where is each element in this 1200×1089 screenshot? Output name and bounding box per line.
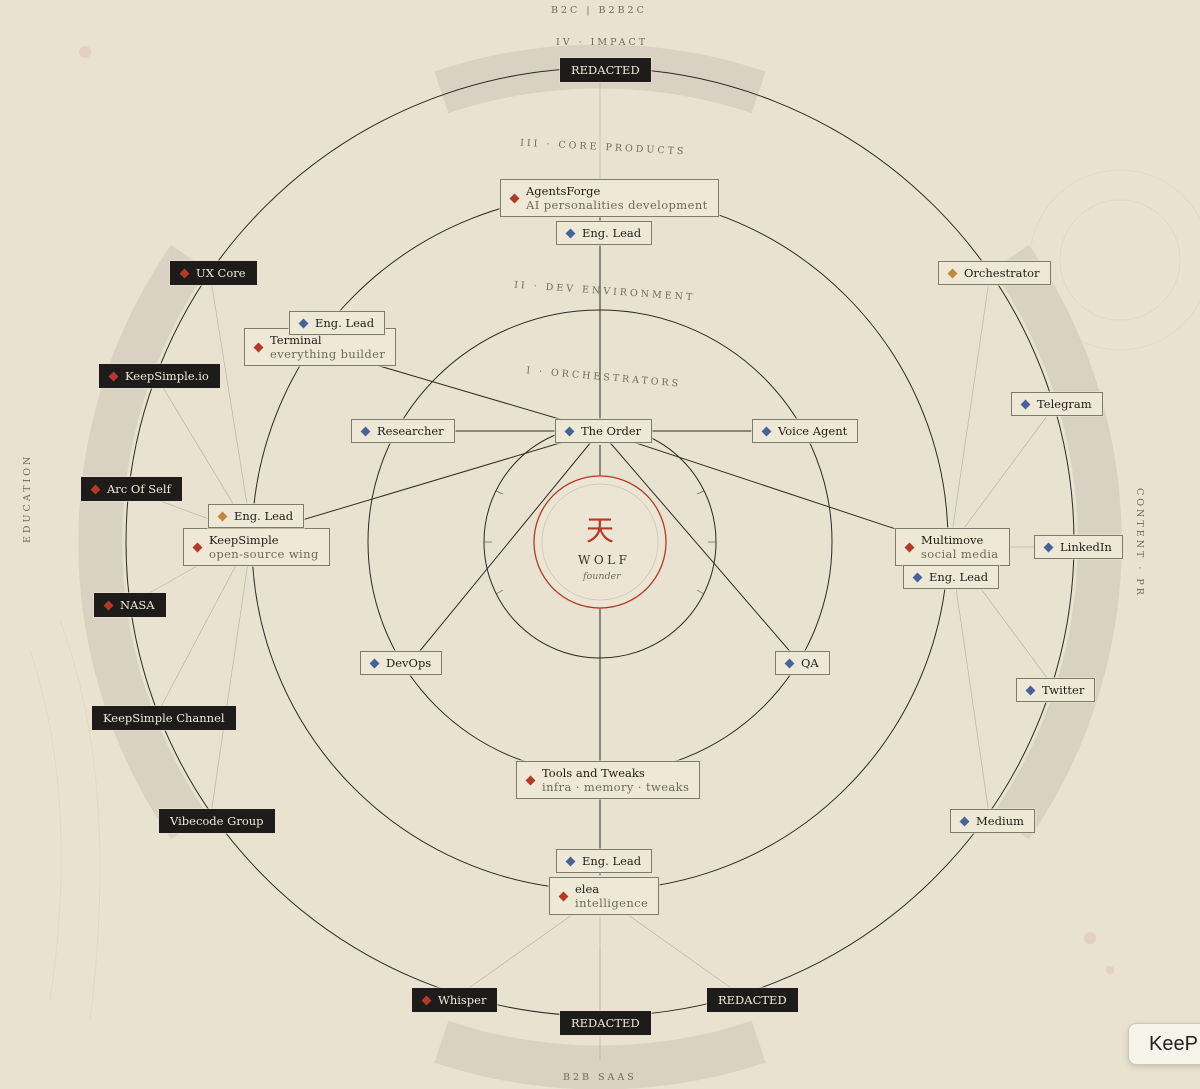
right-segment-label: CONTENT · PR [1134, 488, 1145, 598]
red-diamond-icon [525, 775, 536, 785]
node-linkedin[interactable]: LinkedIn [1034, 535, 1123, 559]
center-name: WOLF [578, 553, 631, 567]
red-diamond-icon [509, 193, 520, 203]
node-researcher[interactable]: Researcher [351, 419, 455, 443]
left-segment-label: EDUCATION [22, 453, 33, 543]
node-the-order[interactable]: The Order [555, 419, 653, 443]
node-redacted-bottom[interactable]: REDACTED [560, 1011, 651, 1035]
blue-diamond-icon [360, 426, 371, 436]
gold-diamond-icon [217, 511, 228, 521]
node-nasa[interactable]: NASA [94, 593, 166, 617]
top-segment-label: B2C | B2B2C [551, 5, 647, 16]
node-devops[interactable]: DevOps [360, 651, 443, 675]
blue-diamond-icon [959, 816, 970, 826]
node-eng-lead-keepsimple[interactable]: Eng. Lead [208, 504, 305, 528]
node-eng-lead-agentsforge[interactable]: Eng. Lead [556, 221, 653, 245]
center-role: founder [583, 571, 621, 582]
red-diamond-icon [558, 891, 569, 901]
corner-tab[interactable]: KeeP [1128, 1023, 1200, 1065]
blue-diamond-icon [784, 658, 795, 668]
red-diamond-icon [904, 542, 915, 552]
wolf-glyph: 天 [586, 514, 615, 547]
node-voice-agent[interactable]: Voice Agent [752, 419, 859, 443]
red-diamond-icon [253, 342, 264, 352]
blue-diamond-icon [565, 228, 576, 238]
node-telegram[interactable]: Telegram [1011, 392, 1103, 416]
blue-diamond-icon [1025, 685, 1036, 695]
node-medium[interactable]: Medium [950, 809, 1035, 833]
blue-diamond-icon [298, 318, 309, 328]
red-diamond-icon [90, 484, 101, 494]
ring-label-impact: IV · IMPACT [556, 37, 649, 48]
node-eng-lead-terminal[interactable]: Eng. Lead [289, 311, 386, 335]
node-qa[interactable]: QA [775, 651, 830, 675]
node-vibecode-group[interactable]: Vibecode Group [159, 809, 275, 833]
node-redacted-right[interactable]: REDACTED [707, 988, 798, 1012]
node-ux-core[interactable]: UX Core [170, 261, 257, 285]
bottom-segment-label: B2B SAAS [563, 1072, 637, 1083]
red-diamond-icon [192, 542, 203, 552]
blue-diamond-icon [1043, 542, 1054, 552]
node-orchestrator[interactable]: Orchestrator [938, 261, 1051, 285]
node-redacted-top[interactable]: REDACTED [560, 58, 651, 82]
node-whisper[interactable]: Whisper [412, 988, 498, 1012]
band-bottom [434, 1020, 766, 1089]
blue-diamond-icon [565, 856, 576, 866]
node-eng-lead-elea[interactable]: Eng. Lead [556, 849, 653, 873]
node-arc-of-self[interactable]: Arc Of Self [81, 477, 182, 501]
blue-diamond-icon [761, 426, 772, 436]
node-twitter[interactable]: Twitter [1016, 678, 1096, 702]
red-diamond-icon [421, 995, 432, 1005]
band-left [78, 244, 208, 840]
gold-diamond-icon [947, 268, 958, 278]
node-eng-lead-multimove[interactable]: Eng. Lead [903, 565, 1000, 589]
blue-diamond-icon [564, 426, 575, 436]
red-diamond-icon [108, 371, 119, 381]
blue-diamond-icon [912, 572, 923, 582]
red-diamond-icon [103, 600, 114, 610]
red-diamond-icon [179, 268, 190, 278]
node-keepsimple-io[interactable]: KeepSimple.io [99, 364, 220, 388]
node-keepsimple-channel[interactable]: KeepSimple Channel [92, 706, 236, 730]
blue-diamond-icon [1020, 399, 1031, 409]
center-emblem [533, 475, 667, 609]
blue-diamond-icon [369, 658, 380, 668]
